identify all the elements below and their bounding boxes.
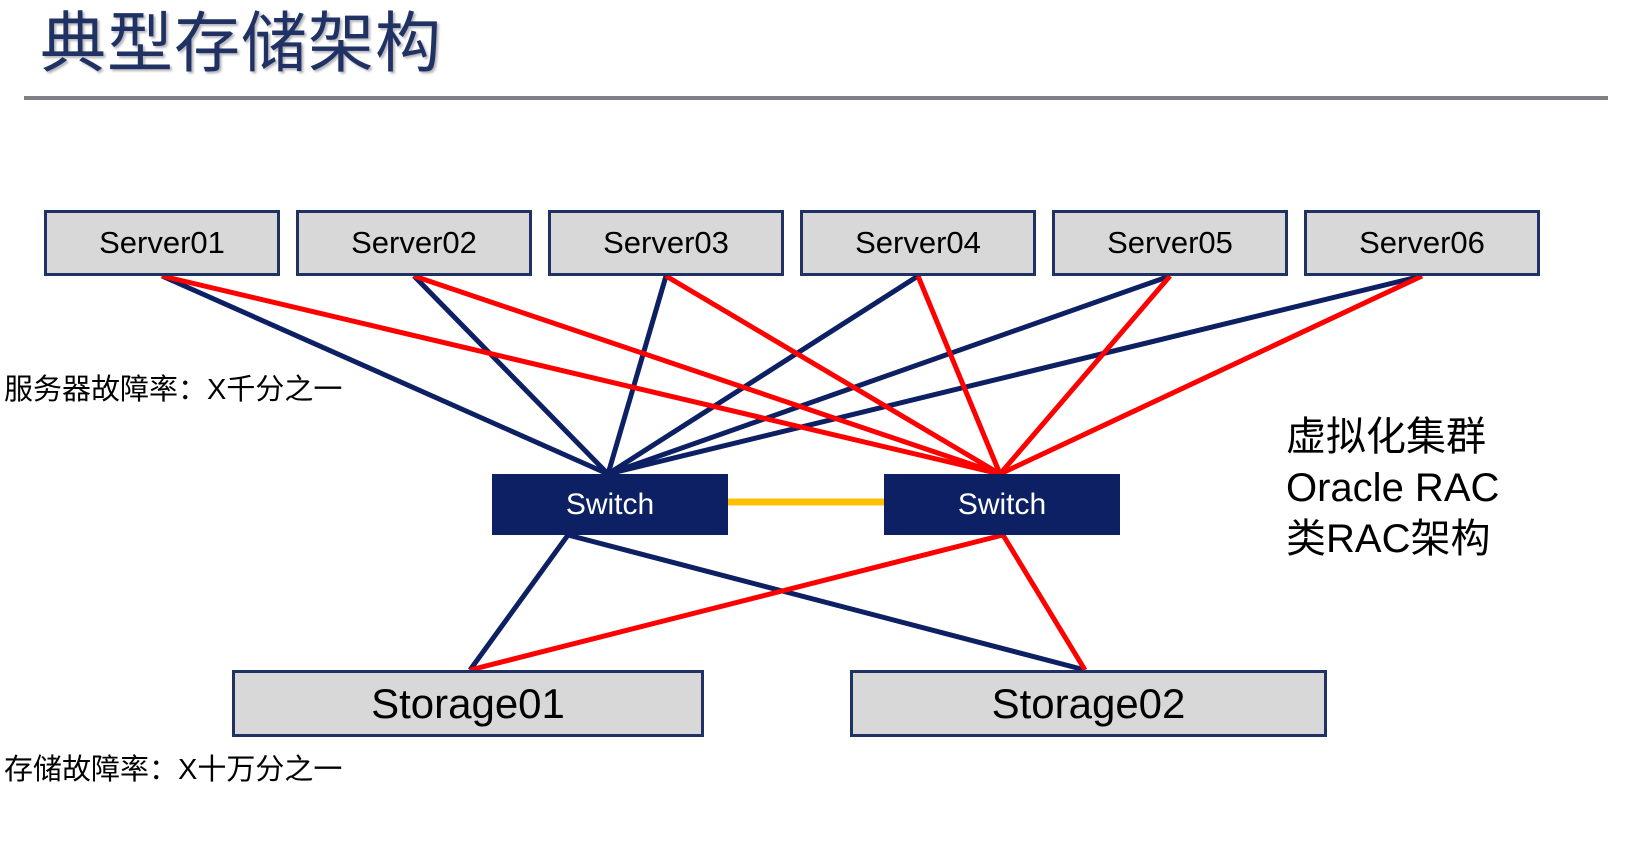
node-label: Server04 [855,225,981,260]
link-switch-right-storage02 [1000,533,1088,672]
node-label: Server05 [1107,225,1233,260]
title-divider [24,96,1608,100]
link-switch-left-storage01 [467,533,571,672]
links-switch-left-to-storage [467,532,1086,673]
link-switch-left-storage02 [567,532,1086,673]
links-servers-to-switch-right [161,273,1424,477]
link-server02-switch-right [413,273,1001,477]
link-server02-switch-left [412,274,610,476]
link-server06-switch-left [607,273,1423,477]
node-label: Switch [957,487,1047,521]
link-server05-switch-left [607,273,1171,477]
node-server-02[interactable]: Server02 [296,210,532,276]
link-server05-switch-right [998,274,1172,476]
page-title: 典型存储架构 [40,6,442,80]
node-label: Storage02 [991,679,1186,727]
node-switch-right[interactable]: Switch [884,474,1120,535]
node-server-03[interactable]: Server03 [548,210,784,276]
link-server04-switch-right [915,275,1003,475]
storage-failure-rate-label: 存储故障率：X十万分之一 [4,754,343,786]
node-label: Storage01 [371,679,565,727]
link-server01-switch-left [160,273,610,477]
node-switch-left[interactable]: Switch [492,474,728,535]
node-label: Switch [565,487,655,521]
link-switch-right-storage01 [469,532,1004,673]
cluster-note: 虚拟化集群 Oracle RAC 类RAC架构 [1286,412,1499,565]
node-label: Server03 [603,225,729,260]
link-server03-switch-left [605,275,669,475]
cluster-note-line-2: Oracle RAC [1286,466,1500,510]
node-storage-01[interactable]: Storage01 [232,670,704,737]
link-server04-switch-left [606,273,920,477]
server-failure-rate-label: 服务器故障率：X千分之一 [4,374,343,406]
node-label: Server01 [99,225,225,260]
link-server06-switch-right [998,273,1424,477]
node-server-04[interactable]: Server04 [800,210,1036,276]
links-switch-right-to-storage [469,532,1088,673]
cluster-note-line-1: 虚拟化集群 [1286,415,1486,459]
cluster-note-line-3: 类RAC架构 [1286,517,1491,561]
link-server03-switch-right [664,273,1002,477]
link-server01-switch-right [161,273,1001,477]
node-server-01[interactable]: Server01 [44,210,280,276]
node-server-06[interactable]: Server06 [1304,210,1540,276]
node-label: Server02 [351,225,477,260]
links-servers-to-switch-left [160,273,1423,477]
node-label: Server06 [1359,225,1485,260]
node-server-05[interactable]: Server05 [1052,210,1288,276]
node-storage-02[interactable]: Storage02 [850,670,1327,737]
